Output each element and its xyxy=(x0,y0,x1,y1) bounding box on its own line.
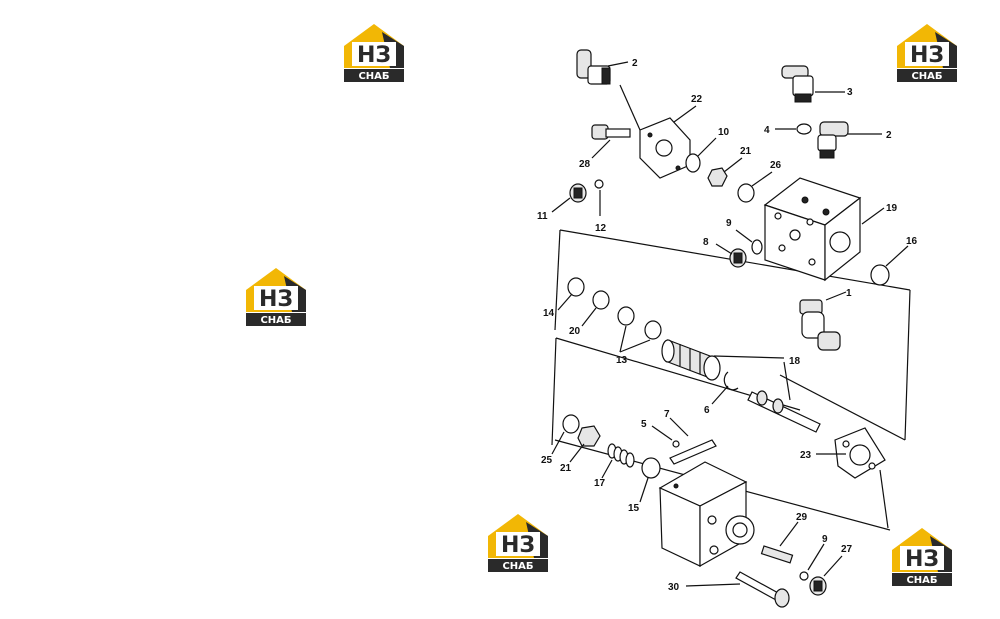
callout-23: 23 xyxy=(800,450,812,461)
logo-letters: НЗ xyxy=(910,43,944,68)
callout-29: 29 xyxy=(796,512,808,523)
ring-part-16 xyxy=(870,264,890,286)
bolt-part-30 xyxy=(735,571,790,608)
washer-part-25 xyxy=(562,414,580,434)
plug-part-11 xyxy=(569,183,587,203)
screw-part-29 xyxy=(760,545,794,564)
cartridge-part-18 xyxy=(661,339,721,381)
callout-20: 20 xyxy=(569,326,581,337)
callout-7: 7 xyxy=(664,409,670,420)
callout-11: 11 xyxy=(537,211,548,222)
callout-10: 10 xyxy=(718,127,730,138)
plug-part-8 xyxy=(729,248,747,268)
callout-28: 28 xyxy=(579,159,591,170)
lower-valve-block xyxy=(658,461,755,568)
callout-27: 27 xyxy=(841,544,853,555)
callout-21: 21 xyxy=(740,146,752,157)
callout-19: 19 xyxy=(886,203,898,214)
callout-12: 12 xyxy=(595,223,607,234)
logo-watermark: НЗ СНАБ xyxy=(486,510,550,574)
callout-6: 6 xyxy=(704,405,710,416)
callout-2: 2 xyxy=(886,130,892,141)
callout-14: 14 xyxy=(543,308,555,319)
logo-watermark: НЗ СНАБ xyxy=(244,264,308,328)
leader-lines xyxy=(551,61,909,587)
washer-part-15 xyxy=(641,457,661,479)
elbow-fitting-part-1 xyxy=(799,299,841,351)
callout-3: 3 xyxy=(847,87,853,98)
logo-word: СНАБ xyxy=(911,71,942,82)
callout-25: 25 xyxy=(541,455,553,466)
logo-letters: НЗ xyxy=(501,533,535,558)
callout-21: 21 xyxy=(560,463,572,474)
o-ring-part-4 xyxy=(796,123,812,135)
logo-letters: НЗ xyxy=(357,43,391,68)
callout-30: 30 xyxy=(668,582,680,593)
gasket-part-23 xyxy=(834,427,886,479)
logo-watermark: НЗ СНАБ xyxy=(342,20,406,84)
retaining-ring-part-6 xyxy=(723,371,739,391)
callout-labels: 2 3 22 4 2 10 21 26 28 11 12 19 9 8 16 1… xyxy=(537,58,918,593)
callout-4: 4 xyxy=(764,125,770,136)
o-ring-part-9 xyxy=(751,239,763,255)
nut-part-21-lower xyxy=(577,425,601,447)
callout-8: 8 xyxy=(703,237,709,248)
o-ring-part-13 xyxy=(617,306,635,326)
nut-part-21 xyxy=(707,167,728,187)
callout-17: 17 xyxy=(594,478,606,489)
callout-9: 9 xyxy=(822,534,828,545)
callout-2: 2 xyxy=(632,58,638,69)
callout-5: 5 xyxy=(641,419,647,430)
o-ring-part-10 xyxy=(685,153,701,173)
callout-13: 13 xyxy=(616,355,628,366)
shaft-part-18 xyxy=(747,390,821,433)
logo-letters: НЗ xyxy=(905,547,939,572)
plate-part-7 xyxy=(669,439,717,465)
o-ring-part-9-lower xyxy=(799,571,809,581)
callout-9: 9 xyxy=(726,218,732,229)
logo-word: СНАБ xyxy=(502,561,533,572)
screw-part-28 xyxy=(591,124,631,140)
callout-15: 15 xyxy=(628,503,640,514)
pin-part-5 xyxy=(672,440,680,448)
washer-part-26 xyxy=(737,183,755,203)
elbow-fitting-part-2 xyxy=(576,49,611,85)
elbow-fitting-part-2-right xyxy=(817,121,849,159)
logo-word: СНАБ xyxy=(358,71,389,82)
logo-watermark: НЗ СНАБ xyxy=(895,20,959,84)
callout-18: 18 xyxy=(789,356,801,367)
spring-part-17 xyxy=(607,443,635,468)
logo-watermark: НЗ СНАБ xyxy=(890,524,954,588)
callout-16: 16 xyxy=(906,236,918,247)
logo-word: СНАБ xyxy=(906,575,937,586)
callout-22: 22 xyxy=(691,94,703,105)
o-ring-part-20 xyxy=(592,290,610,310)
flange-part-22 xyxy=(639,117,691,179)
callout-1: 1 xyxy=(846,288,852,299)
elbow-fitting-part-3 xyxy=(781,65,814,103)
o-ring-part-14 xyxy=(567,277,585,297)
callout-26: 26 xyxy=(770,160,782,171)
o-ring-part-12 xyxy=(594,179,604,189)
o-ring-part-13b xyxy=(644,320,662,340)
logo-letters: НЗ xyxy=(259,287,293,312)
logo-word: СНАБ xyxy=(260,315,291,326)
valve-body-part-19 xyxy=(763,177,862,282)
plug-part-27 xyxy=(809,576,827,596)
